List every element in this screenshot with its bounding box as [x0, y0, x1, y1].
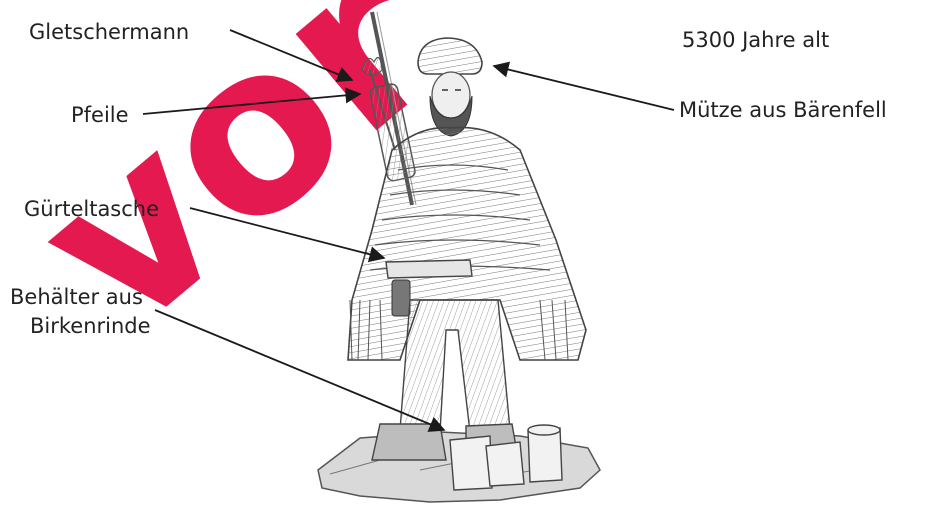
arrow-gletschermann	[230, 30, 352, 80]
arrow-pfeile	[143, 94, 360, 114]
arrow-muetze	[494, 66, 674, 110]
arrow-behaelter	[155, 310, 444, 430]
arrow-guerteltasche	[190, 208, 384, 258]
